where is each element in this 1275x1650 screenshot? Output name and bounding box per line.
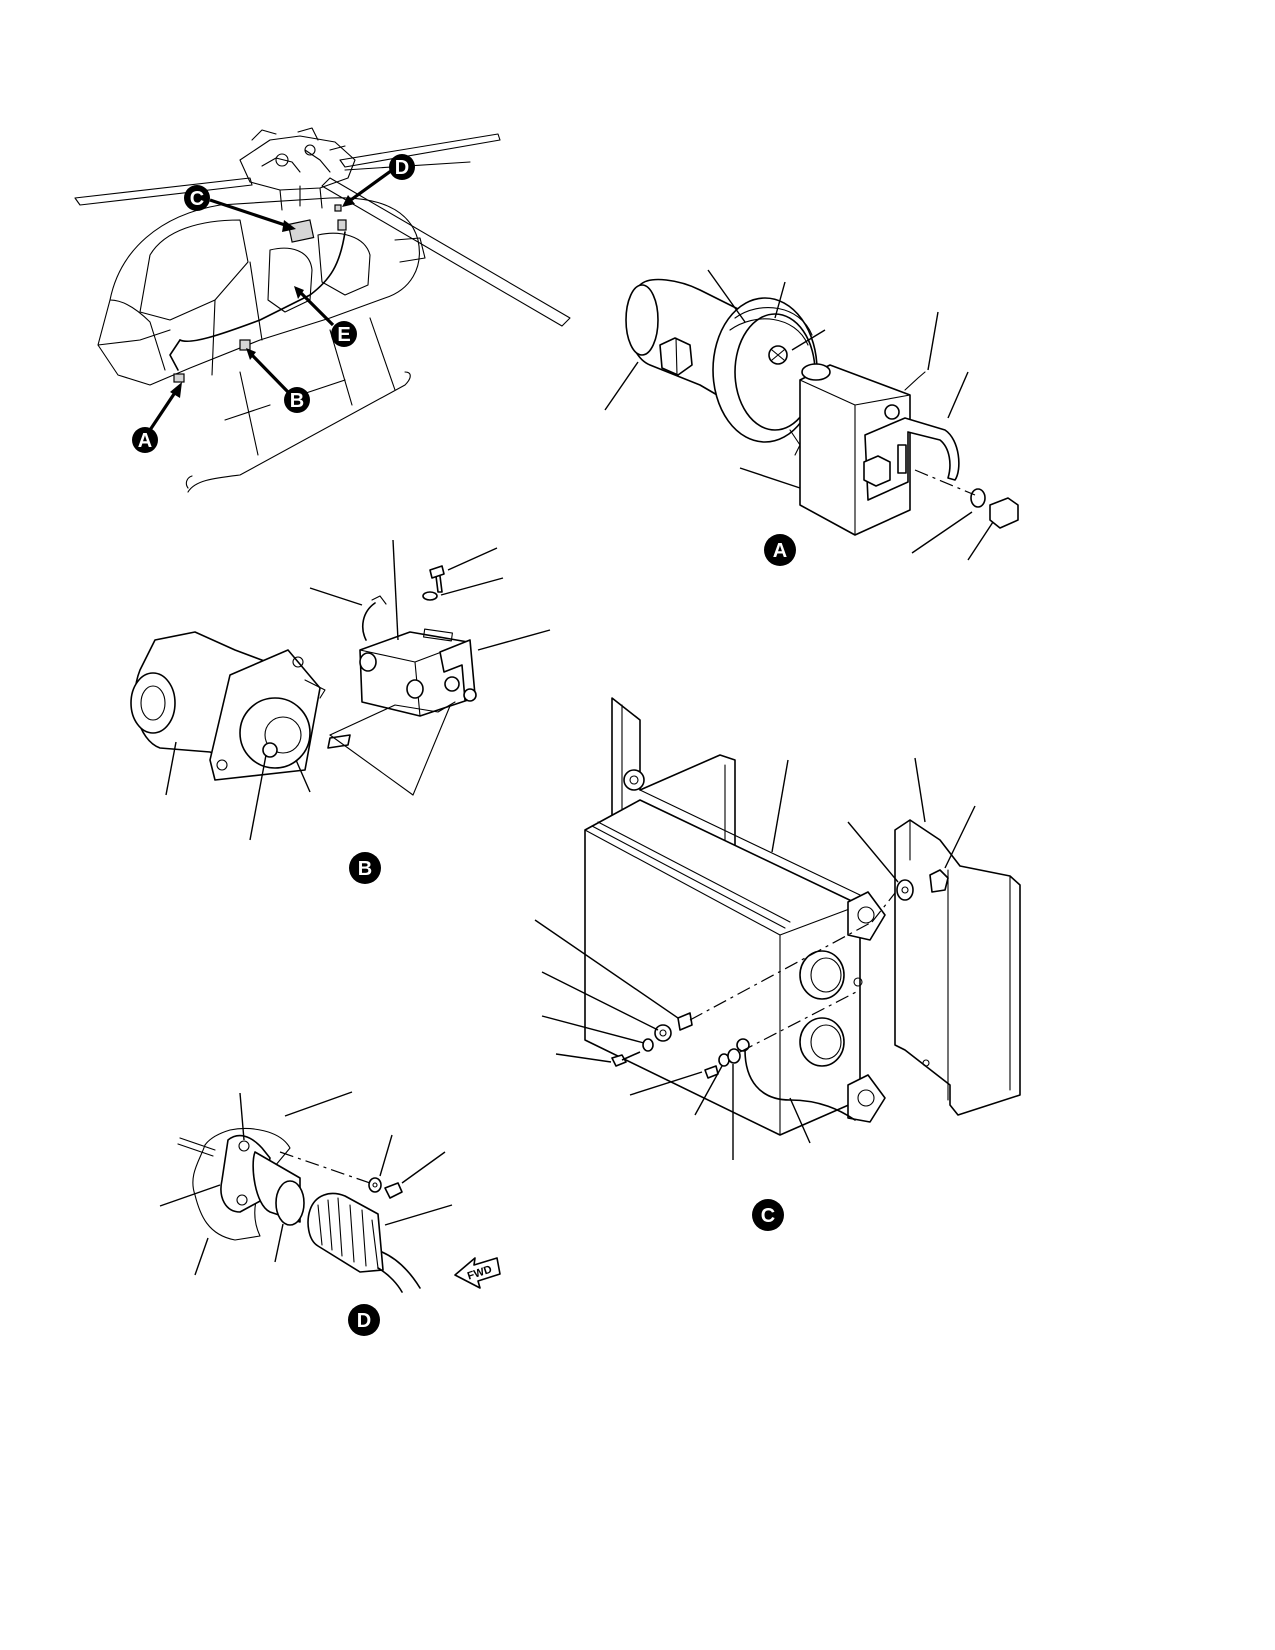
- component-b-sensor: [239, 339, 251, 351]
- callout-b-badge: B: [284, 387, 310, 413]
- view-a-top-screw: [884, 404, 900, 420]
- view-a-detail: A: [604, 269, 1019, 566]
- view-c-ground-strap: [744, 1049, 856, 1121]
- view-c-pin: [677, 1012, 693, 1031]
- view-a-washer: [970, 488, 986, 508]
- callout-c-arrowhead: [282, 220, 296, 232]
- view-b-top-washer: [422, 591, 438, 601]
- callout-b-arrowhead: [246, 348, 256, 360]
- callout-d-arrowhead: [342, 195, 355, 207]
- view-c-nut-right: [929, 869, 949, 893]
- view-c-washer-left: [654, 1024, 672, 1042]
- callout-e-label: E: [337, 324, 350, 346]
- view-d-rod: [177, 1137, 216, 1157]
- component-c-box: [287, 219, 315, 243]
- callout-d-badge: D: [389, 154, 415, 180]
- view-a-bracket-nut: [863, 455, 891, 487]
- view-c-ear-bottom: [847, 1074, 886, 1123]
- callout-a-leader: [148, 387, 180, 431]
- view-a-bolt: [989, 497, 1019, 529]
- component-d-small: [334, 204, 342, 212]
- view-d-washer: [368, 1177, 382, 1193]
- view-b-nut: [444, 676, 460, 692]
- callout-a-label: A: [138, 430, 152, 452]
- view-a-pipe-end: [625, 284, 659, 356]
- view-b-washer: [463, 688, 477, 702]
- view-b-port: [130, 672, 176, 734]
- view-a-title: A: [773, 540, 787, 562]
- view-b-bracket: [439, 639, 476, 701]
- view-b-screw: [262, 742, 278, 758]
- callout-e-leader: [298, 290, 335, 327]
- fuselage: [97, 197, 426, 386]
- view-d-screw: [384, 1182, 403, 1199]
- callout-b-leader: [250, 353, 290, 394]
- callout-c-leader: [209, 198, 289, 228]
- view-a-title-badge: A: [764, 534, 796, 566]
- view-a-switch-cap: [801, 363, 831, 381]
- callout-e-badge: E: [331, 321, 357, 347]
- view-d-plug: [307, 1192, 384, 1273]
- view-d-title: D: [357, 1310, 371, 1332]
- rotor-blades: [74, 133, 571, 327]
- view-b-switch-port: [406, 679, 424, 699]
- view-b-detail: B: [130, 539, 551, 884]
- view-c-washer-right: [896, 879, 914, 901]
- fwd-direction-arrow: FWD: [454, 1257, 501, 1289]
- callout-c-label: C: [190, 188, 204, 210]
- view-b-top-screw: [429, 565, 445, 593]
- view-c-right-bracket: [894, 819, 1021, 1116]
- view-d-detail: FWD D: [159, 1091, 501, 1336]
- view-b-switch-cap: [359, 652, 377, 672]
- view-c-detail: C: [534, 697, 1021, 1231]
- callout-a-badge: A: [132, 427, 158, 453]
- view-c-screw-left: [611, 1051, 641, 1067]
- view-a-slot: [897, 444, 907, 474]
- helicopter-overview: A B C D E: [74, 127, 571, 493]
- view-c-lockwasher-left: [642, 1038, 654, 1052]
- view-c-connector-bottom: [799, 1017, 845, 1067]
- cable-branch: [169, 339, 181, 371]
- component-d-connector: [337, 219, 347, 231]
- view-d-title-badge: D: [348, 1304, 380, 1336]
- view-c-connector-top: [799, 950, 845, 1000]
- callout-b-label: B: [290, 390, 304, 412]
- view-d-receptacle-mouth: [275, 1180, 305, 1226]
- callout-d-leader: [347, 166, 396, 204]
- callout-e-arrowhead: [294, 286, 304, 299]
- view-c-title-badge: C: [752, 1199, 784, 1231]
- callout-c-badge: C: [184, 185, 210, 211]
- view-c-back-grommet: [623, 769, 645, 791]
- view-c-washer-strap: [727, 1048, 741, 1064]
- view-b-title-badge: B: [349, 852, 381, 884]
- callout-a-arrowhead: [170, 382, 182, 398]
- component-a-sensor: [173, 373, 185, 383]
- cable-route: [179, 231, 346, 343]
- callout-d-label: D: [395, 157, 409, 179]
- view-c-ear-top: [847, 891, 886, 941]
- view-b-bore: [239, 697, 311, 769]
- rotor-hub: [239, 127, 356, 211]
- view-d-cable: [377, 1251, 421, 1293]
- view-b-title: B: [358, 858, 372, 880]
- landing-gear: [185, 317, 411, 493]
- view-c-title: C: [761, 1205, 775, 1227]
